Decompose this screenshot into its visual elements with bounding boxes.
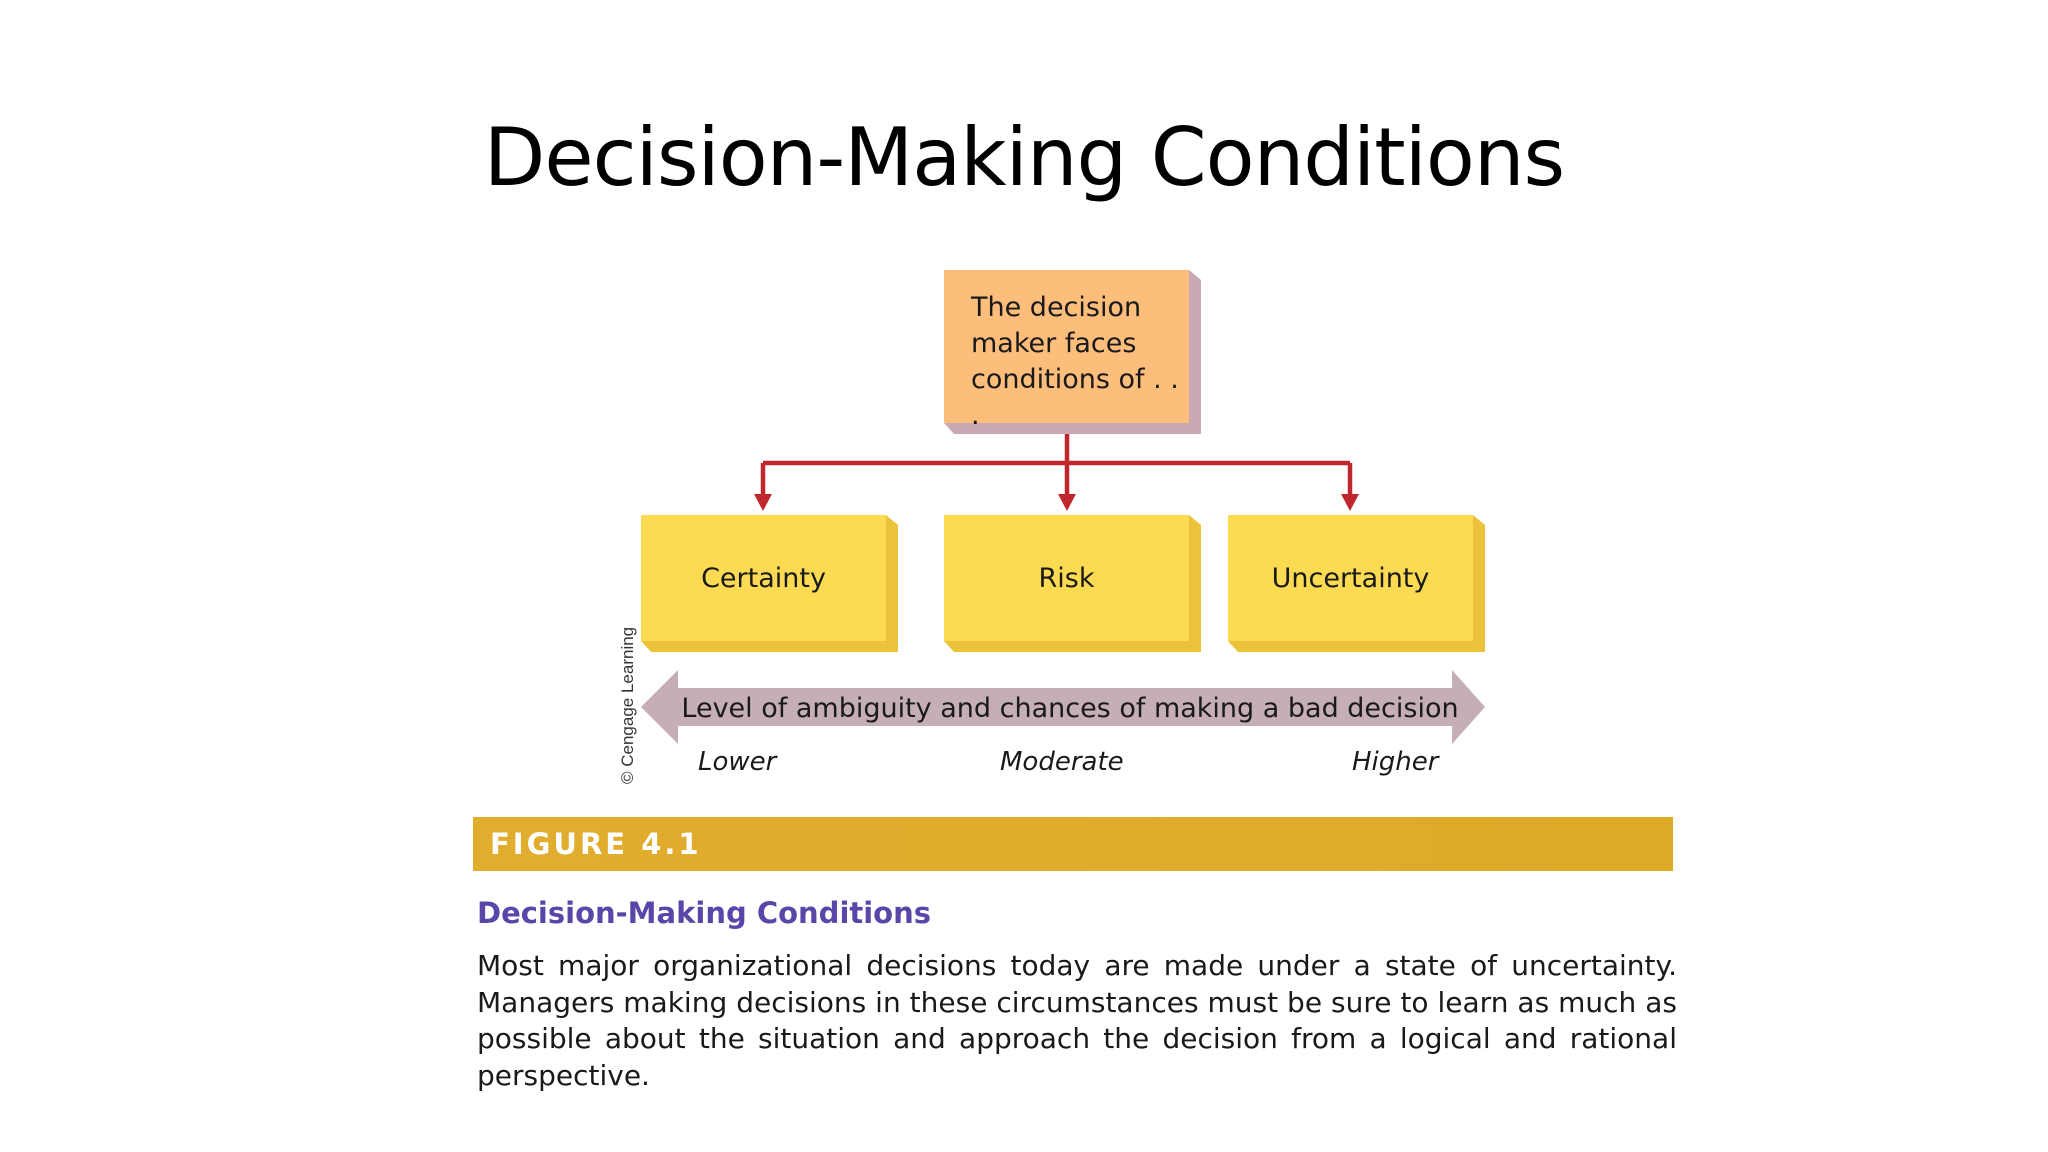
condition-box-certainty: Certainty (641, 515, 886, 641)
arrowhead-risk (1058, 494, 1076, 511)
decision-maker-line: maker faces (971, 328, 1137, 359)
level-moderate: Moderate (1000, 747, 1124, 777)
level-higher: Higher (1352, 747, 1439, 777)
connector-lines (760, 423, 1353, 496)
uncertainty-box-shadow-bottom (1228, 641, 1485, 652)
certainty-box-shadow-bottom (641, 641, 898, 652)
ambiguity-scale-arrow (641, 670, 1485, 744)
condition-label: Risk (1038, 562, 1095, 594)
level-lower: Lower (698, 747, 777, 777)
certainty-box-shadow (886, 515, 898, 652)
slide-title: Decision-Making Conditions (483, 111, 1565, 204)
condition-label: Certainty (701, 562, 826, 594)
copyright-notice: © Cengage Learning (618, 626, 637, 784)
connector-arrowheads (754, 494, 1359, 511)
figure-bar: FIGURE 4.1 (473, 817, 1673, 871)
ambiguity-scale-label: Level of ambiguity and chances of making… (681, 693, 1459, 724)
decision-maker-line: The decision (971, 292, 1142, 323)
arrowhead-uncertainty (1341, 494, 1359, 511)
condition-box-risk: Risk (944, 515, 1189, 641)
risk-box-shadow-bottom (944, 641, 1201, 652)
figure-heading: Decision-Making Conditions (477, 896, 932, 930)
top-box-shadow (1189, 270, 1201, 434)
figure-caption: Most major organizational decisions toda… (477, 949, 1677, 1092)
uncertainty-box-shadow (1473, 515, 1485, 652)
figure-number: FIGURE 4.1 (490, 827, 702, 861)
condition-box-uncertainty: Uncertainty (1228, 515, 1473, 641)
risk-box-shadow (1189, 515, 1201, 652)
condition-label: Uncertainty (1271, 562, 1430, 594)
arrowhead-certainty (754, 494, 772, 511)
top-box-shadow-bottom (944, 423, 1201, 434)
decision-maker-line: conditions of . . . (971, 364, 1179, 431)
decision-maker-box: The decision maker faces conditions of .… (944, 270, 1189, 431)
